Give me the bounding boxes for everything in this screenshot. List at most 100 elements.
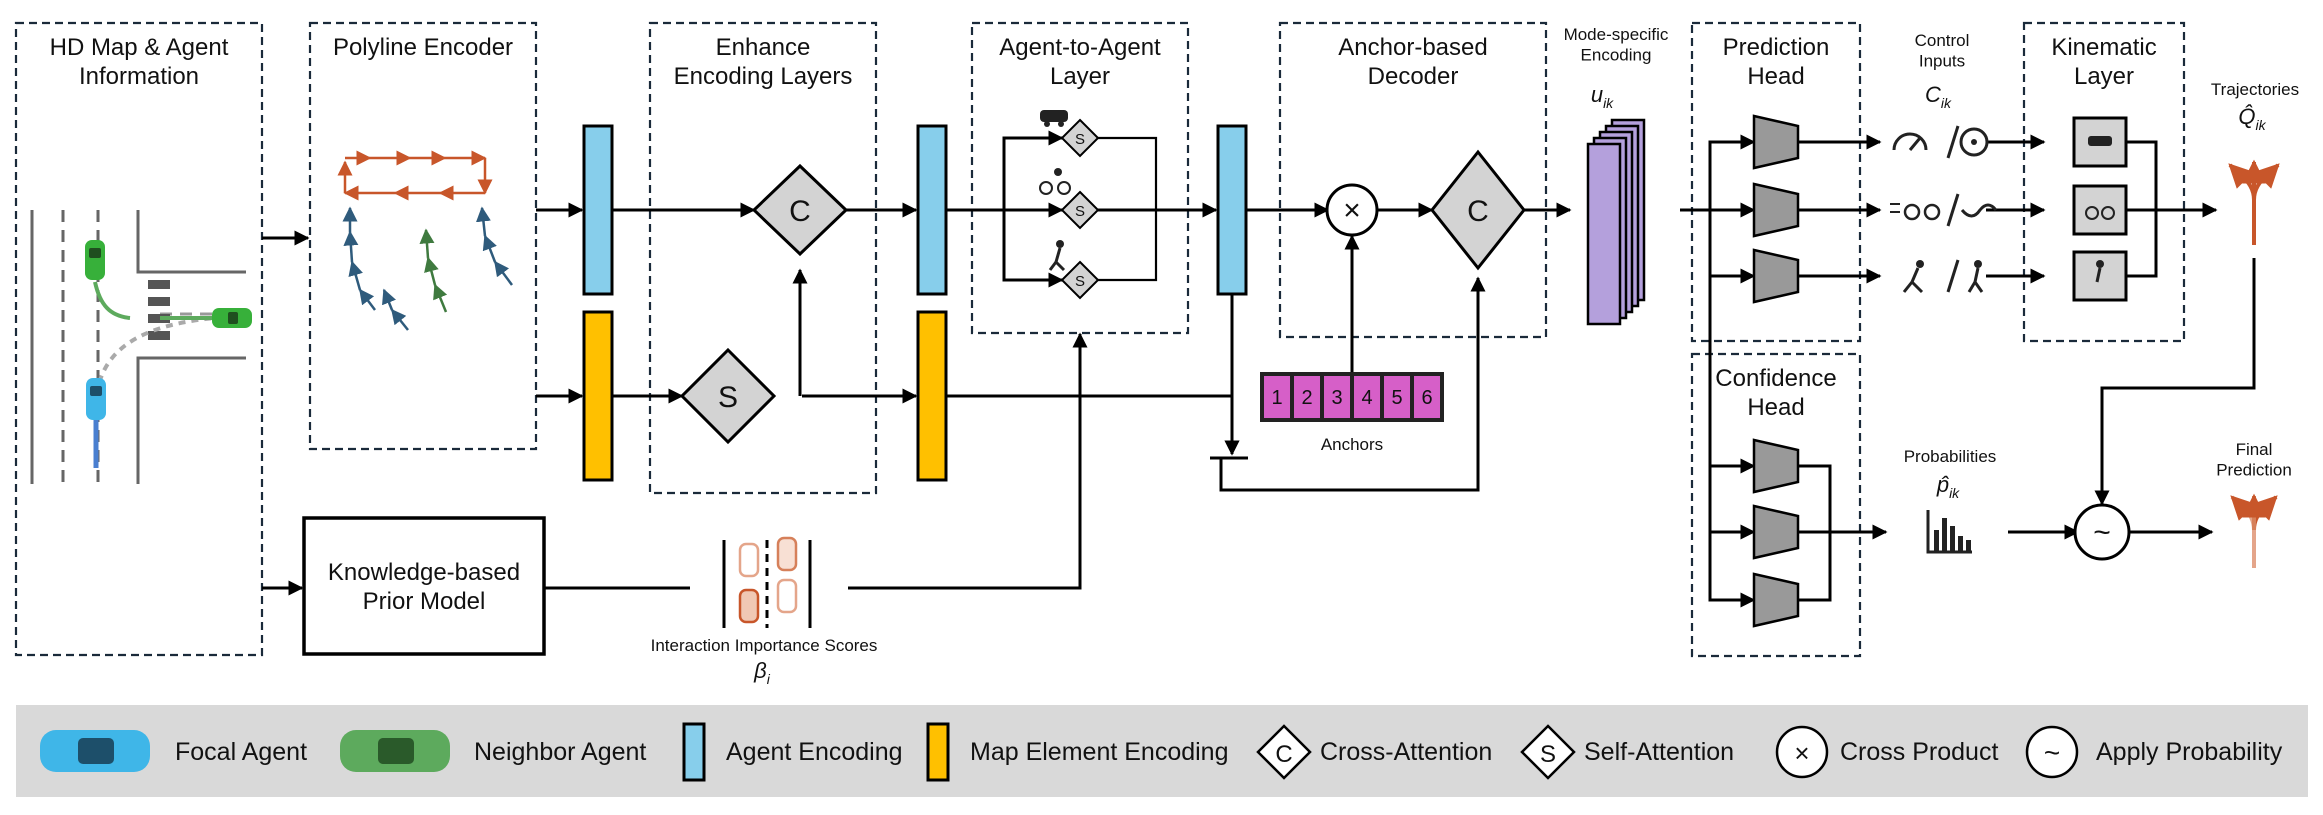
legend-cross-product-label: Cross Product (1840, 738, 1998, 766)
speedometer-icon (1892, 132, 1928, 151)
mlp-pedestrian-icon (1752, 248, 1800, 304)
anchor-number: 1 (1271, 387, 1282, 409)
a2a-sa-label: S (1075, 203, 1085, 220)
svg-text:×: × (1794, 738, 1809, 768)
probabilities-label: Probabilities (1904, 447, 1997, 466)
mlp-bicycle-icon (1752, 504, 1800, 560)
pedestrian-icon (1056, 240, 1064, 248)
self-attention-node (679, 347, 777, 445)
legend-neighbor-agent: Neighbor Agent (340, 730, 646, 772)
kinematic-layer-box (2022, 21, 2186, 343)
focal-car-icon (86, 378, 106, 420)
histogram-icon (1926, 510, 1972, 554)
confidence-head-box (1690, 352, 1862, 658)
mlp-car-icon (1752, 438, 1800, 494)
kinematic-blocks (2072, 116, 2128, 302)
mlp-car-icon (1752, 114, 1800, 170)
legend-cross-attention-label: Cross-Attention (1320, 738, 1492, 766)
anchors-frame (1260, 372, 1444, 422)
control-inputs-symbol: Cik (1925, 82, 1952, 111)
final-prediction-icon (2230, 493, 2278, 568)
cyclist-icon (1903, 203, 1921, 221)
walker-icon (1974, 260, 1982, 268)
legend-focal-agent: Focal Agent (40, 730, 307, 772)
mlp-bicycle-icon (1752, 182, 1800, 238)
interaction-scores-icon (722, 536, 812, 628)
anchor-number: 5 (1391, 387, 1402, 409)
agent-to-agent-box (970, 21, 1190, 335)
steering-wheel-icon (1959, 127, 1989, 157)
curve-path-icon (1960, 203, 1998, 218)
legend: Focal Agent Neighbor Agent Agent Encodin… (16, 705, 2308, 797)
legend-agent-encoding: Agent Encoding (682, 722, 903, 782)
trajectories-label: Trajectories (2211, 80, 2299, 99)
kinematic-car-icon (2072, 116, 2128, 168)
apply-probability-node (2073, 503, 2131, 561)
flow-arrow (1708, 134, 1756, 210)
bicycle-icon (1039, 181, 1053, 195)
decoder-cross-attention-node (1430, 149, 1526, 271)
legend-map-encoding-label: Map Element Encoding (970, 738, 1228, 766)
hd-map-box (14, 21, 264, 657)
flow-arrow (1002, 210, 1064, 288)
trajectories-icon (2228, 159, 2280, 245)
anchor-cell (1324, 376, 1350, 418)
prior-model-box (302, 516, 546, 656)
kinematic-pedestrian-icon (2072, 250, 2128, 302)
car-icon (1040, 110, 1068, 122)
a2a-sa-label: S (1075, 131, 1085, 148)
flow-line (1098, 136, 1158, 282)
anchor-number: 4 (1361, 387, 1372, 409)
flow-arrow (1708, 276, 1756, 608)
cross-attention-label: C (789, 195, 811, 228)
a2a-agent-type-icons (1039, 110, 1071, 272)
enhance-encoding-box (648, 21, 878, 495)
legend-self-attention: S Self-Attention (1520, 724, 1734, 780)
flow-arrow (1708, 210, 1756, 284)
polyline-vectors (337, 150, 514, 331)
cross-product-node (1325, 183, 1379, 237)
apply-probability-label: ~ (2093, 516, 2111, 549)
beta-symbol: βi (753, 658, 771, 687)
anchor-decoder-box (1278, 21, 1548, 339)
legend-focal-agent-label: Focal Agent (175, 738, 307, 766)
cross-attention-node (751, 163, 849, 257)
map-encoding-bar (582, 310, 614, 482)
probabilities-symbol: p̂ik (1936, 472, 1960, 501)
prediction-head-mlps (1752, 114, 1800, 304)
legend-neighbor-agent-label: Neighbor Agent (474, 738, 646, 766)
svg-text:C: C (1275, 741, 1292, 768)
map-encoding-bar-enhanced (916, 310, 948, 482)
svg-text:S: S (1540, 741, 1556, 768)
agent-encoding-bar (582, 124, 614, 296)
legend-agent-encoding-label: Agent Encoding (726, 738, 903, 766)
anchor-cell (1294, 376, 1320, 418)
a2a-sa-label: S (1075, 273, 1085, 290)
mode-encoding-symbol: uik (1591, 82, 1614, 111)
mode-specific-encoding-stack (1586, 118, 1646, 326)
road-scene (30, 210, 252, 484)
anchor-number: 2 (1301, 387, 1312, 409)
agent-encoding-bar-a2a (1216, 124, 1248, 296)
kinematic-bicycle-icon (2072, 184, 2128, 236)
legend-cross-product: × Cross Product (1775, 725, 1998, 779)
legend-map-encoding: Map Element Encoding (926, 722, 1228, 782)
legend-self-attention-label: Self-Attention (1584, 738, 1734, 766)
agent-encoding-bar-enhanced (916, 124, 948, 296)
neighbor-car-icon (85, 240, 105, 280)
anchors-label: Anchors (1321, 435, 1383, 454)
legend-apply-probability: ~ Apply Probability (2025, 725, 2283, 779)
prediction-head-box (1690, 21, 1862, 343)
flow-arrow (946, 394, 1240, 456)
legend-cross-attention: C Cross-Attention (1256, 724, 1492, 780)
anchor-cell (1414, 376, 1440, 418)
legend-apply-probability-label: Apply Probability (2096, 738, 2283, 766)
